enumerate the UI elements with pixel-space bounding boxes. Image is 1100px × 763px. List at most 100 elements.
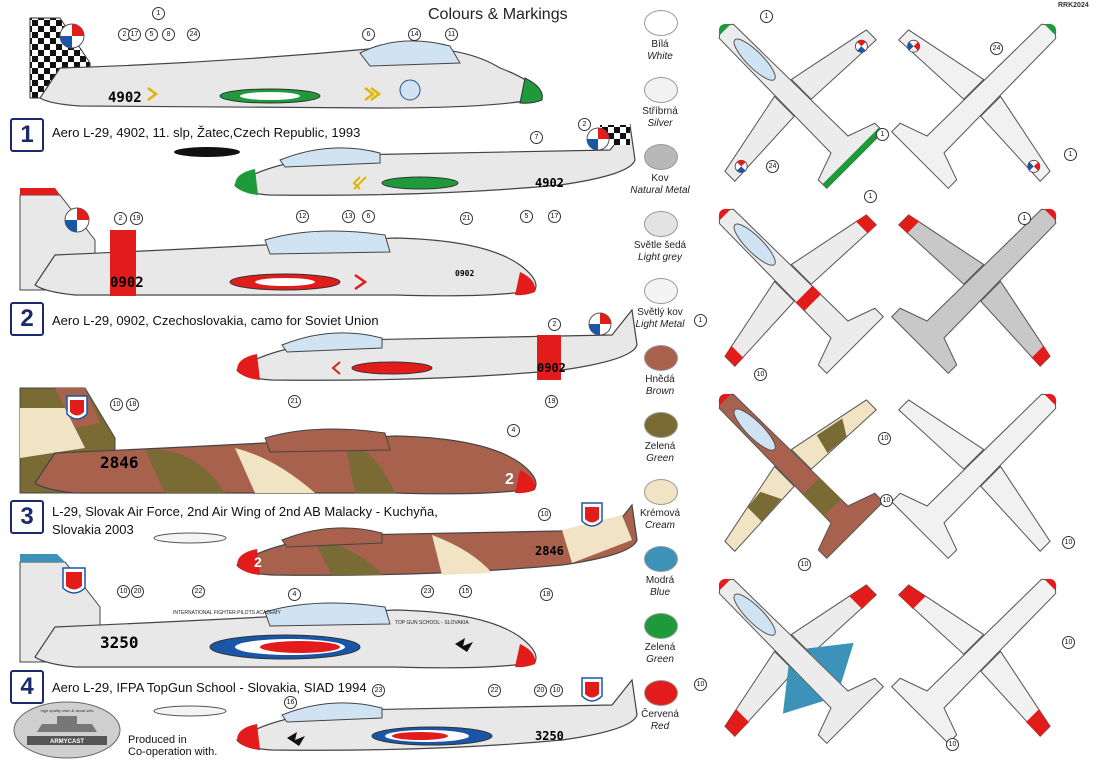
colour-name-en: Natural Metal [630, 185, 690, 196]
callout: 2 [114, 212, 127, 225]
scheme4-side-view: 3250 [236, 677, 638, 751]
plan-s2-bottom [890, 208, 1057, 375]
scheme1-number: 1 [10, 118, 44, 152]
scheme3-serial: 2846 [100, 453, 139, 472]
callout: 4 [507, 424, 520, 437]
plan-s1-top [718, 23, 885, 190]
produced-note: Produced in Co-operation with. [128, 734, 217, 758]
scheme3-top-view: 2846 2 [19, 387, 537, 495]
colour-name-cz: Červená [641, 709, 679, 720]
colour-swatch [644, 345, 678, 371]
logo-subtext: high quality resin & decal sets [41, 708, 94, 713]
callout: 1 [864, 190, 877, 203]
produced-line1: Produced in [128, 734, 187, 746]
colour-name-cz: Krémová [639, 508, 680, 519]
callout: 1 [1064, 148, 1077, 161]
scheme3-droptank [153, 532, 227, 544]
colour-name-cz: Světlý kov [637, 307, 683, 318]
callout: 24 [187, 28, 200, 41]
colour-name-en: Red [650, 721, 670, 732]
callout: 10 [946, 738, 959, 751]
callout: 6 [362, 28, 375, 41]
scheme4-top-view: 3250 INTERNATIONAL FIGHTER PILOTS ACADEM… [19, 554, 537, 669]
callout: 10 [754, 368, 767, 381]
scheme4-number: 4 [10, 670, 44, 704]
callout: 4 [288, 588, 301, 601]
callout: 22 [192, 585, 205, 598]
scheme2-caption: Aero L-29, 0902, Czechoslovakia, camo fo… [52, 313, 379, 328]
scheme1-caption: Aero L-29, 4902, 11. slp, Žatec,Czech Re… [52, 125, 361, 140]
colour-name-cz: Zelená [644, 642, 676, 653]
scheme4-academy-text: INTERNATIONAL FIGHTER PILOTS ACADEMY [173, 610, 281, 616]
scheme4-serial: 3250 [100, 633, 139, 652]
callout: 1 [760, 10, 773, 23]
colour-name-en: Silver [647, 118, 673, 129]
scheme2-number: 2 [10, 302, 44, 336]
callout: 19 [130, 212, 143, 225]
callout: 24 [766, 160, 779, 173]
scheme3-side-nose-number: 2 [254, 554, 262, 570]
callout: 6 [362, 210, 375, 223]
colour-swatch [644, 77, 678, 103]
callout: 10 [1062, 536, 1075, 549]
callout: 23 [372, 684, 385, 697]
callout: 7 [530, 131, 543, 144]
scheme3-caption-line2: Slovakia 2003 [52, 522, 134, 537]
callout: 10 [798, 558, 811, 571]
produced-line2: Co-operation with. [128, 746, 218, 758]
plan-views [718, 23, 1057, 745]
colour-name-en: Green [646, 453, 674, 464]
scheme2-serial: 0902 [110, 275, 144, 291]
plan-s1-bottom [890, 23, 1057, 190]
product-code: RRK2024 [1058, 2, 1089, 9]
callout: 17 [128, 28, 141, 41]
callout: 10 [694, 678, 707, 691]
callout: 2 [578, 118, 591, 131]
colour-swatch [644, 211, 678, 237]
colour-name-en: White [647, 51, 673, 62]
colour-name-cz: Světle šedá [633, 240, 687, 251]
colour-name-cz: Stříbrná [642, 106, 678, 117]
callout: 14 [408, 28, 421, 41]
scheme3-caption-line1: L-29, Slovak Air Force, 2nd Air Wing of … [52, 504, 438, 519]
callout: 21 [288, 395, 301, 408]
colour-name-cz: Zelená [644, 441, 676, 452]
scheme1-serial: 4902 [108, 90, 142, 106]
callout: 23 [421, 585, 434, 598]
armycast-logo: ARMYCAST high quality resin & decal sets [13, 701, 121, 759]
colour-swatch [644, 613, 678, 639]
colour-name-en: Cream [644, 520, 675, 531]
logo-text: ARMYCAST [50, 739, 84, 745]
callout: 11 [445, 28, 458, 41]
callout: 5 [520, 210, 533, 223]
plan-s4-top [718, 578, 885, 745]
colour-swatch [644, 278, 678, 304]
scheme3-side-serial: 2846 [535, 544, 564, 558]
callout: 1 [1018, 212, 1031, 225]
callout: 15 [459, 585, 472, 598]
callout: 19 [545, 395, 558, 408]
colour-name-cz: Hnědá [645, 374, 675, 385]
scheme1-droptank [174, 147, 240, 157]
colour-name-cz: Bílá [651, 39, 669, 50]
plan-s4-bottom [890, 578, 1057, 745]
callout: 20 [534, 684, 547, 697]
callout: 2 [548, 318, 561, 331]
scheme2-top-view: 0902 0902 [19, 188, 537, 297]
scheme1-side-view: 4902 [234, 123, 636, 196]
colour-swatch [644, 546, 678, 572]
colour-name-en: Green [646, 654, 674, 665]
callout: 20 [131, 585, 144, 598]
colour-swatch [644, 144, 678, 170]
scheme1-top-view: 4902 [29, 17, 543, 109]
callout: 13 [342, 210, 355, 223]
colour-swatch [644, 680, 678, 706]
scheme4-droptank [153, 705, 227, 717]
scheme4-caption: Aero L-29, IFPA TopGun School - Slovakia… [52, 680, 367, 695]
scheme3-side-view: 2846 2 [236, 502, 638, 576]
